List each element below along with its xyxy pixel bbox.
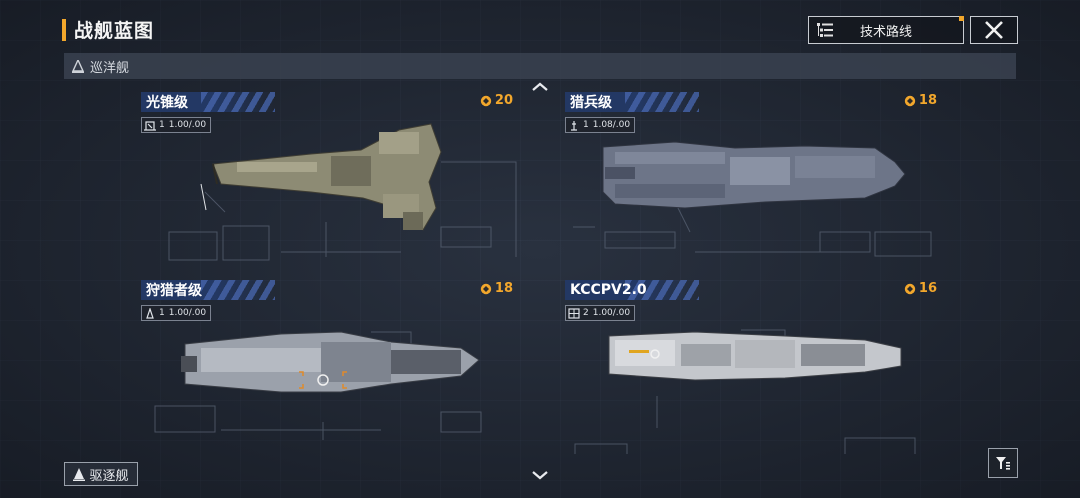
tech-route-button[interactable]: 技术路线 xyxy=(808,16,964,44)
name-tag-stripes xyxy=(625,280,699,300)
ship-level: 1 xyxy=(583,120,589,130)
ship-type-icon xyxy=(568,307,580,319)
notification-dot xyxy=(959,16,964,21)
ship-cost-value: 20 xyxy=(494,93,513,108)
section-header: 巡洋舰 xyxy=(64,53,1016,79)
scroll-down-chevron-icon[interactable] xyxy=(532,470,548,480)
ship-cost-value: 16 xyxy=(918,281,937,296)
name-tag-stripes xyxy=(201,280,275,300)
ship-ratio: 1.00/.00 xyxy=(168,120,207,130)
ship-type-label: 驱逐舰 xyxy=(89,468,129,484)
ship-class-icon xyxy=(72,59,84,73)
name-tag-stripes xyxy=(625,92,699,112)
cost-icon xyxy=(904,95,916,106)
cost-icon xyxy=(480,283,492,294)
ship-cost-value: 18 xyxy=(494,281,513,296)
ship-type-icon xyxy=(146,307,154,319)
ship-image-guangzhui xyxy=(200,123,442,231)
ship-level: 1 xyxy=(159,120,165,130)
ship-cost: 16 xyxy=(904,281,937,296)
ship-name-tag: 狩猎者级 xyxy=(141,280,275,300)
ship-cost: 18 xyxy=(904,93,937,108)
section-label: 巡洋舰 xyxy=(90,60,130,76)
ship-level: 1 xyxy=(159,308,165,318)
ship-type-icon xyxy=(144,120,156,131)
ship-name: 光锥级 xyxy=(146,95,188,111)
ship-name: 猎兵级 xyxy=(570,95,612,111)
ship-card-shouliezhe[interactable]: 狩猎者级 18 1 1.00/.00 xyxy=(141,280,531,454)
title-accent-bar xyxy=(62,18,66,41)
ship-name-tag: 猎兵级 xyxy=(565,92,699,112)
scroll-up-chevron-icon[interactable] xyxy=(532,82,548,92)
ship-name: 狩猎者级 xyxy=(146,283,202,299)
ship-name-tag: 光锥级 xyxy=(141,92,275,112)
ship-image-shouliezhe xyxy=(181,331,480,393)
tech-route-label: 技术路线 xyxy=(859,24,912,40)
list-icon xyxy=(817,23,833,37)
ship-stat-bar: 1 1.08/.00 xyxy=(565,117,636,133)
ship-level: 2 xyxy=(583,308,589,318)
ship-card-liebing[interactable]: 猎兵级 18 1 1.08/.00 xyxy=(565,92,955,266)
filter-icon xyxy=(996,457,1010,470)
ship-image-liebing xyxy=(602,141,906,209)
ship-class-icon xyxy=(73,467,86,481)
close-button[interactable] xyxy=(970,16,1018,44)
ship-ratio: 1.00/.00 xyxy=(168,308,207,318)
ship-ratio: 1.08/.00 xyxy=(592,120,631,130)
ship-stat-bar: 2 1.00/.00 xyxy=(565,305,636,321)
blueprint-lines xyxy=(573,201,932,257)
ship-type-icon xyxy=(571,120,577,131)
ship-cost: 18 xyxy=(480,281,513,296)
ship-card-guangzhui[interactable]: 光锥级 20 1 1.00/.00 xyxy=(141,92,531,266)
page-header: 战舰蓝图 xyxy=(62,16,154,43)
ship-name: KCCPV2.0 xyxy=(570,282,647,298)
cost-icon xyxy=(904,283,916,294)
ship-stat-bar: 1 1.00/.00 xyxy=(141,305,212,321)
ship-card-kccpv[interactable]: KCCPV2.0 16 2 1.00/.00 xyxy=(565,280,955,454)
ship-image-kccpv xyxy=(608,331,902,381)
ship-ratio: 1.00/.00 xyxy=(592,308,631,318)
page-title: 战舰蓝图 xyxy=(74,20,155,42)
close-icon xyxy=(985,21,1003,39)
ship-cost: 20 xyxy=(480,93,513,108)
cost-icon xyxy=(480,95,492,106)
ship-cost-value: 18 xyxy=(918,93,937,108)
ship-stat-bar: 1 1.00/.00 xyxy=(141,117,212,133)
ship-name-tag: KCCPV2.0 xyxy=(565,280,699,300)
filter-button[interactable] xyxy=(988,448,1018,478)
blueprint-lines xyxy=(168,161,517,261)
name-tag-stripes xyxy=(201,92,275,112)
ship-type-switch-button[interactable]: 驱逐舰 xyxy=(64,462,138,486)
